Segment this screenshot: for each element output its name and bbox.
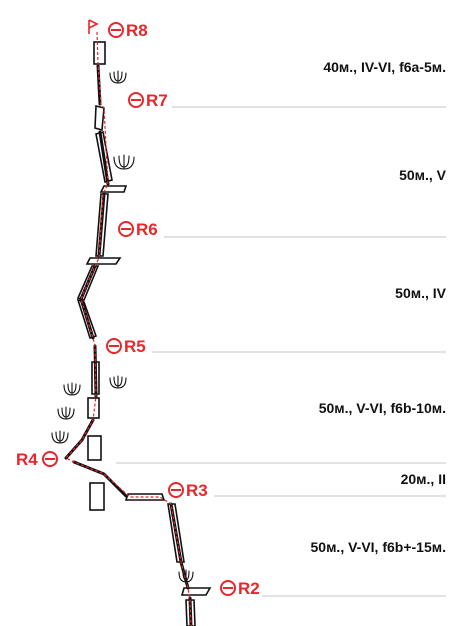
- grass-tuft-icon: [178, 569, 194, 583]
- anchor-label-r5: R5: [124, 337, 146, 356]
- anchor-label-r3: R3: [186, 481, 208, 500]
- flag-icon: [88, 19, 99, 34]
- pitch-labels: 40м., IV-VI, f6a-5м. 50м., V 50м., IV 50…: [311, 59, 447, 555]
- grass-tuft-icon: [109, 70, 127, 84]
- pitch-label: 50м., IV: [395, 285, 446, 301]
- route-line: [65, 31, 192, 626]
- crack: [96, 64, 102, 106]
- grass-tuft-icon: [57, 406, 75, 420]
- grass-tuft-icon: [109, 375, 127, 389]
- rock-block: [89, 482, 105, 511]
- pitch-label: 50м., V: [399, 167, 447, 183]
- anchor-circle-icon: [220, 580, 236, 596]
- anchor-circle-icon: [118, 221, 134, 237]
- rock-features: [76, 41, 212, 626]
- grass-tuft-icon: [51, 430, 69, 444]
- vegetation-tufts: [51, 70, 194, 583]
- rock-slab: [94, 104, 105, 132]
- rock-ledge: [124, 493, 166, 501]
- pitch-label: 20м., II: [401, 471, 446, 487]
- rock-block: [87, 397, 100, 419]
- pitch-separator-lines: [116, 106, 446, 597]
- rock-block: [87, 435, 102, 461]
- anchor-label-r7: R7: [146, 91, 168, 110]
- rock-ledge: [85, 257, 122, 265]
- anchor-label-r2: R2: [238, 579, 260, 598]
- grass-tuft-icon: [113, 154, 135, 170]
- anchor-label-r4: R4: [16, 450, 38, 469]
- anchor-circle-icon: [168, 482, 184, 498]
- pitch-label: 40м., IV-VI, f6a-5м.: [323, 59, 446, 75]
- anchor-labels: R8 R7 R6 R5 R4 R3 R2: [16, 21, 260, 598]
- rock-ledge: [99, 185, 128, 193]
- pitch-label: 50м., V-VI, f6b-10м.: [319, 400, 446, 416]
- anchor-circle-icon: [108, 22, 124, 38]
- rock-ledge: [180, 587, 212, 596]
- anchor-circle-icon: [42, 451, 58, 467]
- grass-tuft-icon: [63, 382, 81, 396]
- anchor-label-r8: R8: [126, 21, 148, 40]
- rock-block: [93, 41, 106, 65]
- anchor-circle-icon: [128, 92, 144, 108]
- pitch-label: 50м., V-VI, f6b+-15м.: [311, 539, 447, 555]
- anchor-label-r6: R6: [136, 220, 158, 239]
- anchor-circle-icon: [106, 338, 122, 354]
- anchor-symbols: [42, 22, 236, 596]
- crack: [72, 460, 128, 498]
- crack: [98, 130, 110, 186]
